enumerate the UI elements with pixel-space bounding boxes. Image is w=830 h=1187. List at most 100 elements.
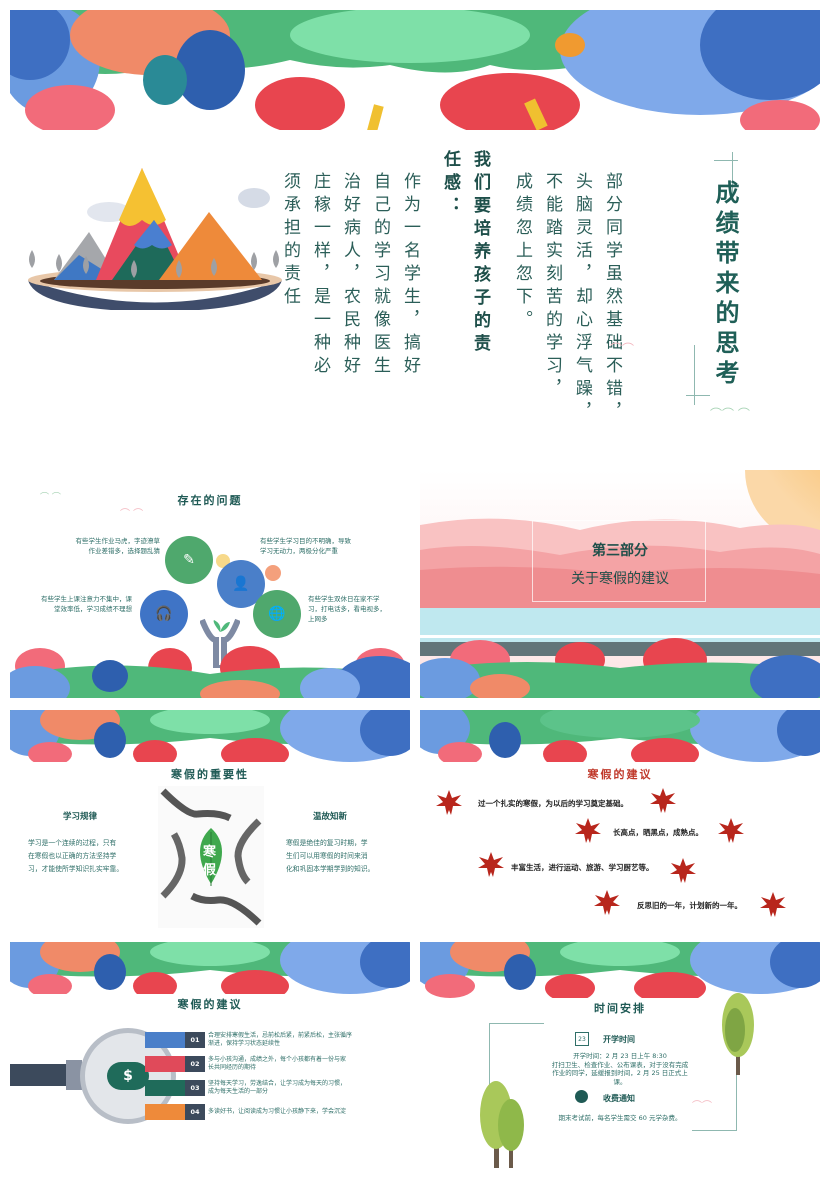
item-line: 坚持每天学习，劳逸结合，让学习成为每天的习惯，: [208, 1080, 347, 1087]
paragraph-line: 学习是一个连续的过程，只有: [28, 839, 117, 847]
text-column: 自己的学习就像医生: [370, 172, 390, 379]
paragraph-line: 在寒假也以正确的方法坚持学: [28, 852, 117, 860]
detail-line: 课。: [613, 1077, 627, 1086]
right-paragraph: 寒假是绝佳的复习时期，学 生们可以用寒假的时间来消 化和巩固本学期学到的知识。: [286, 837, 398, 876]
slide-existing-problems[interactable]: 存在的问题 ⌒ ⌒ ⌒ ⌒ 有些学生作业马虎，字迹潦草 作业差错多，选择题乱猜 …: [10, 470, 410, 698]
paragraph-line: 化和巩固本学期学到的知识。: [286, 865, 375, 873]
paragraph-line: 习，才能使所学知识扎实牢靠。: [28, 865, 124, 873]
text-column: 须承担的责任: [280, 172, 300, 310]
fee-details: 期末考试前，每名学生需交 60 元学杂费。: [558, 1114, 682, 1122]
floral-banner: [10, 10, 820, 130]
list-item-04: 04: [145, 1104, 205, 1120]
item-text: 多与小孩沟通，成绩之外，每个小孩都有着一份与家 长共同经历的期待: [208, 1056, 398, 1072]
problem-line: 堂效率低，学习成绩不理想: [54, 605, 132, 613]
calendar-icon: 23: [575, 1032, 589, 1046]
item-line: 成为每天生活的一部分: [208, 1088, 269, 1095]
decorative-dot: [265, 565, 281, 581]
bird-icon: ⌒ ⌒: [120, 509, 144, 520]
slide-winter-suggestions-leaves[interactable]: 寒假的建议 过一个扎实的寒假，为以后的学习奠定基础。 长高点，晒黑点，成熟点。 …: [420, 710, 820, 932]
color-bar: [145, 1032, 185, 1048]
item-text: 合理安排寒假生活，忌前松后紧，前紧后松，主张循序 渐进，保持学习状态延续性: [208, 1032, 398, 1048]
maple-leaf-icon: [648, 786, 678, 816]
money-cloud-icon: $: [107, 1062, 149, 1090]
floral-banner: [420, 710, 820, 762]
maple-leaf-icon: [758, 890, 788, 920]
text-column: 不能踏实刻苦的学习，: [542, 172, 562, 402]
decorative-line: [732, 152, 733, 200]
maple-leaf-icon: [573, 816, 603, 846]
slide-title: 存在的问题: [177, 494, 243, 507]
detail-line: 打扫卫生、检查作业、公布课表，对于没有完成: [551, 1060, 689, 1069]
slide-title: 寒假的重要性: [171, 768, 249, 781]
floral-banner: [10, 710, 410, 762]
tree-illustration: [478, 1077, 528, 1168]
magnifier-handle: [10, 1064, 68, 1086]
floral-banner: [10, 942, 410, 994]
maple-leaf-icon: [716, 816, 746, 846]
left-paragraph: 学习是一个连续的过程，只有 在寒假也以正确的方法坚持学 习，才能使所学知识扎实牢…: [28, 837, 138, 876]
frame-line: [489, 1023, 490, 1123]
slide-winter-break-importance[interactable]: 寒假的重要性 学习规律 学习是一个连续的过程，只有 在寒假也以正确的方法坚持学 …: [10, 710, 410, 932]
item-line: 长共同经历的期待: [208, 1064, 257, 1071]
right-heading: 温故知新: [312, 812, 347, 822]
text-column: 作为一名学生，搞好: [400, 172, 420, 379]
globe-icon: 🌐: [253, 590, 301, 638]
list-item-02: 02: [145, 1056, 205, 1072]
frame-line: [736, 1042, 737, 1130]
maple-leaf-icon: [592, 888, 622, 918]
item-line: 多读好书，让阅读成为习惯让小孩静下来，学会沉淀: [208, 1108, 347, 1115]
floral-footer: [10, 646, 410, 698]
problem-text-2: 有些学生学习目的不明确，导致 学习无动力，两极分化严重: [260, 536, 400, 556]
item-text: 坚持每天学习，劳逸结合，让学习成为每天的习惯， 成为每天生活的一部分: [208, 1080, 398, 1096]
leaf-char: 假: [203, 863, 217, 878]
suggestion-item: 长高点，晒黑点，成熟点。: [613, 828, 703, 837]
problem-line: 上网多: [308, 615, 328, 623]
item-number: 03: [185, 1080, 205, 1096]
suggestion-item: 丰富生活，进行运动、旅游、学习厨艺等。: [511, 863, 654, 872]
slide-section-three[interactable]: 第三部分 关于寒假的建议: [420, 470, 820, 698]
magnifier-lens: [80, 1028, 176, 1124]
problem-text-1: 有些学生作业马虎，字迹潦草 作业差错多，选择题乱猜: [50, 536, 161, 556]
maple-leaf-icon: [434, 788, 464, 818]
decorative-line: [686, 395, 710, 396]
text-column: 头脑灵活，却心浮气躁，: [572, 172, 592, 425]
problem-line: 作业差错多，选择题乱猜: [88, 547, 161, 555]
tree-illustration: [720, 990, 756, 1075]
problem-line: 有些学生上课注意力不集中，课: [41, 595, 132, 603]
list-item-01: 01: [145, 1032, 205, 1048]
frame-line: [489, 1023, 544, 1024]
bird-icon: ⌒ ⌒: [40, 493, 61, 503]
problem-text-4: 有些学生双休日在家不学 习，打电话多，看电视多， 上网多: [308, 594, 408, 624]
text-column-emphasis: 任感：: [440, 150, 460, 219]
slide-grade-reflection[interactable]: 部分同学虽然基础不错， 头脑灵活，却心浮气躁， 不能踏实刻苦的学习， 成绩忽上忽…: [10, 10, 820, 462]
magnifier-neck: [66, 1060, 82, 1090]
problem-line: 有些学生作业马虎，字迹潦草: [75, 537, 161, 545]
slide-title: 成绩带来的思考: [711, 180, 739, 390]
item-number: 01: [185, 1032, 205, 1048]
floral-banner: [420, 942, 820, 998]
color-bar: [145, 1056, 185, 1072]
paragraph-line: 寒假是绝佳的复习时期，学: [286, 839, 368, 847]
detail-line: 开学时间：2 月 23 日上午 8:30: [573, 1052, 667, 1060]
item-line: 多与小孩沟通，成绩之外，每个小孩都有着一份与家: [208, 1056, 347, 1063]
landscape-illustration: [420, 470, 820, 698]
paragraph-line: 生们可以用寒假的时间来消: [286, 852, 368, 860]
item-line: 渐进，保持学习状态延续性: [208, 1040, 281, 1047]
slide-title: 寒假的建议: [177, 998, 243, 1011]
slide-title: 寒假的建议: [587, 768, 653, 781]
suggestion-item: 反思旧的一年，计划新的一年。: [637, 901, 742, 910]
decorative-line: [694, 345, 695, 405]
problem-line: 习，打电话多，看电视多，: [308, 605, 386, 613]
item-text: 多读好书，让阅读成为习惯让小孩静下来，学会沉淀: [208, 1108, 398, 1116]
decorative-line: [714, 160, 738, 161]
slide-schedule[interactable]: 时间安排 23 开学时间 开学时间：2 月 23 日上午 8:30 打扫卫生、检…: [420, 942, 820, 1168]
start-time-details: 开学时间：2 月 23 日上午 8:30 打扫卫生、检查作业、公布课表，对于没有…: [530, 1052, 710, 1086]
bird-icon: ⌒⌒ ⌒: [710, 407, 750, 421]
text-column: 治好病人，农民种好: [340, 172, 360, 379]
color-bar: [145, 1104, 185, 1120]
section-heading-start: 开学时间: [603, 1035, 635, 1044]
detail-line: 作业的同学，延缓报到时间，2 月 25 日正式上: [552, 1069, 688, 1077]
hands-leaf-image: 寒 假: [158, 786, 264, 928]
left-heading: 学习规律: [62, 812, 97, 822]
slide-winter-suggestions-list[interactable]: 寒假的建议 $ 01 合理安排寒假生活，忌前松后紧，前紧后松，主张循序 渐进，保…: [10, 942, 410, 1168]
